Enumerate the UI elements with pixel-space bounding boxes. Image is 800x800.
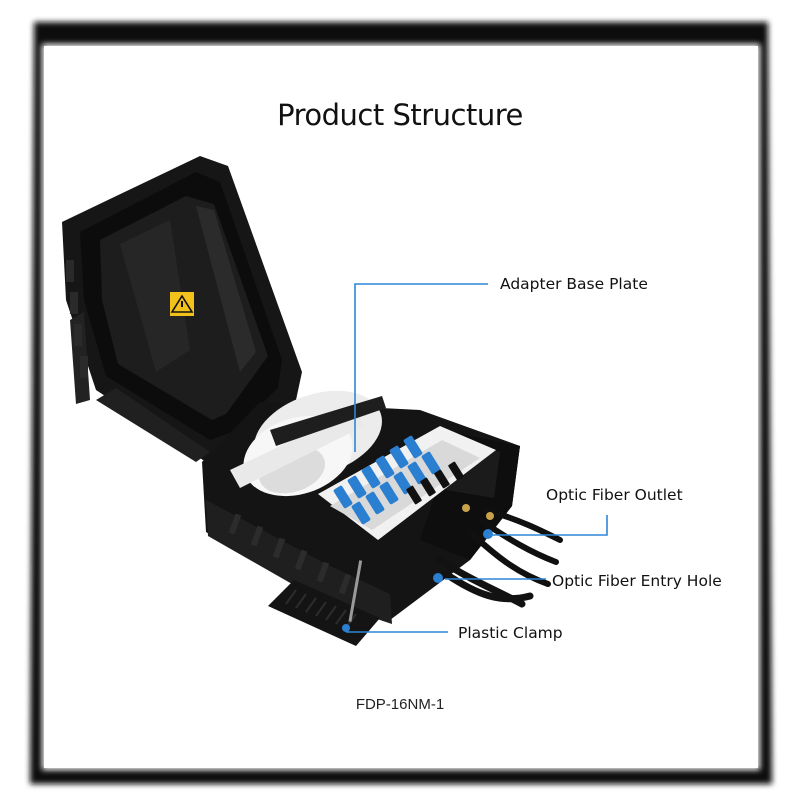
label-optic-fiber-entry-hole: Optic Fiber Entry Hole	[552, 572, 722, 590]
label-plastic-clamp: Plastic Clamp	[458, 624, 563, 642]
callout-lines	[346, 283, 608, 633]
plastic-clamp	[268, 560, 380, 646]
enclosure-lid	[62, 156, 302, 462]
label-optic-fiber-outlet: Optic Fiber Outlet	[546, 486, 683, 504]
adapter-base-plate	[318, 426, 496, 540]
page-title: Product Structure	[277, 98, 523, 132]
outlet-cables	[467, 507, 563, 587]
sc-adapters	[333, 435, 441, 525]
label-adapter-base-plate: Adapter Base Plate	[500, 275, 648, 293]
splice-tray	[230, 390, 386, 497]
model-number: FDP-16NM-1	[355, 696, 445, 713]
